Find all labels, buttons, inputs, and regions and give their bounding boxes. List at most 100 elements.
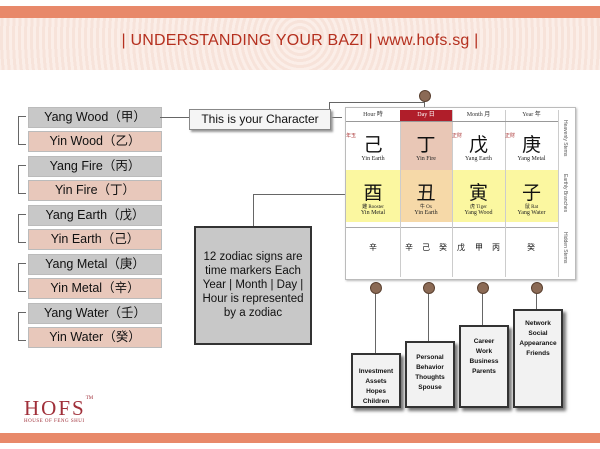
stem-note: 年玉 (346, 134, 357, 139)
day-stem-name: Yin Fire (416, 156, 436, 162)
hour-stem-char: 己 (363, 134, 383, 156)
year-stem-name: Yang Metal (517, 156, 546, 162)
side-label-earthly-branches: Earthly Branches (562, 174, 568, 213)
bazi-chart: Hour 時 Day 日 Month 月 Year 年 年玉 己 Yin Ear… (345, 107, 576, 280)
hour-pillar-item: Hopes (366, 388, 386, 395)
pair-bracket (18, 312, 26, 341)
logo-text: HOFS (24, 396, 86, 420)
day-branch-char: 丑 (416, 182, 436, 204)
hour-pillar-box: Investment Assets Hopes Children (351, 353, 401, 408)
connector-line (482, 287, 483, 325)
day-pillar-item: Personal (416, 354, 444, 361)
header-hour: Hour 時 (346, 110, 400, 122)
month-branch-char: 寅 (468, 182, 488, 204)
day-pillar-item: Spouse (418, 384, 442, 391)
day-pillar-box: Personal Behavior Thoughts Spouse (405, 341, 455, 408)
hidden-stem: 丙 (492, 243, 500, 252)
connector-line (253, 194, 254, 226)
stem-yin-earth: Yin Earth（己） (28, 229, 162, 250)
hour-branch-animal: 雞 Rooster (362, 205, 384, 210)
day-branch-name: Yin Earth (414, 210, 438, 216)
year-stem-char: 庚 (521, 134, 541, 156)
connector-line (329, 102, 330, 110)
day-pillar-marker (419, 90, 431, 102)
year-branch-char: 子 (521, 182, 541, 204)
side-label-hidden-stems: Hidden Stems (562, 232, 568, 264)
page-title: | UNDERSTANDING YOUR BAZI | www.hofs.sg … (121, 32, 479, 49)
year-branch-name: Yang Water (517, 210, 546, 216)
stem-yin-wood: Yin Wood（乙） (28, 131, 162, 152)
hofs-logo: HOFSTM (24, 396, 93, 421)
character-callout: This is your Character (189, 109, 331, 130)
zodiac-info-box: 12 zodiac signs are time markers Each Ye… (194, 226, 312, 345)
hidden-stem: 癸 (527, 243, 535, 252)
logo-tm: TM (85, 396, 94, 401)
stem-yang-earth: Yang Earth（戊） (28, 205, 162, 226)
hour-pillar-item: Assets (365, 378, 387, 385)
column-divider (400, 110, 401, 277)
day-branch-animal: 牛 Ox (419, 205, 433, 210)
top-accent-band (0, 6, 600, 18)
stem-yang-water: Yang Water（壬） (28, 303, 162, 324)
title-bar (0, 18, 600, 70)
stem-yang-wood: Yang Wood（甲） (28, 107, 162, 128)
year-pillar-item: Friends (526, 350, 550, 357)
month-pillar-marker (477, 282, 489, 294)
connector-line (428, 287, 429, 341)
hidden-stem: 戊 (457, 243, 465, 252)
hour-pillar-item: Investment (358, 368, 394, 375)
header-month: Month 月 (452, 110, 505, 122)
connector-line (253, 194, 345, 195)
hour-pillar-item: Children (362, 398, 390, 405)
header-year: Year 年 (505, 110, 558, 122)
month-stem-name: Yang Earth (465, 156, 492, 162)
year-pillar-box: Network Social Appearance Friends (513, 309, 563, 408)
column-divider (505, 110, 506, 277)
stem-yin-metal: Yin Metal（辛） (28, 278, 162, 299)
hidden-stem: 甲 (475, 243, 483, 252)
pair-bracket (18, 214, 26, 243)
day-stem-char: 丁 (416, 134, 436, 156)
year-branch-animal: 鼠 Rat (524, 205, 539, 210)
year-pillar-marker (531, 282, 543, 294)
hidden-stem: 癸 (439, 243, 447, 252)
day-pillar-item: Behavior (416, 364, 444, 371)
year-pillar-item: Social (528, 330, 548, 337)
stem-note: 正財 (452, 134, 463, 139)
month-branch-animal: 虎 Tiger (470, 205, 487, 210)
month-stem-char: 戊 (468, 134, 488, 156)
connector-line (329, 102, 425, 103)
connector-line (424, 98, 425, 108)
pair-bracket (18, 116, 26, 145)
hour-branch-name: Yin Metal (360, 210, 386, 216)
day-pillar-item: Thoughts (415, 374, 445, 381)
stem-yin-water: Yin Water（癸） (28, 327, 162, 348)
bottom-accent-band (0, 433, 600, 443)
hour-pillar-marker (370, 282, 382, 294)
hour-branch-char: 酉 (363, 182, 383, 204)
hidden-stem: 辛 (405, 243, 413, 252)
year-pillar-item: Network (525, 320, 551, 327)
connector-line (330, 117, 342, 118)
connector-line (536, 287, 537, 309)
column-divider (452, 110, 453, 277)
logo-subtitle: HOUSE OF FENG SHUI (24, 419, 85, 424)
connector-line (375, 287, 376, 353)
stem-yang-fire: Yang Fire（丙） (28, 156, 162, 177)
column-divider (558, 110, 559, 277)
month-pillar-item: Career (473, 338, 495, 345)
side-label-heavenly-stems: Heavenly Stems (562, 120, 568, 157)
month-pillar-item: Business (469, 358, 499, 365)
stem-yang-metal: Yang Metal（庚） (28, 254, 162, 275)
day-branch-highlight (400, 170, 452, 222)
pair-bracket (18, 165, 26, 194)
stem-yin-fire: Yin Fire（丁） (28, 180, 162, 201)
hidden-stem: 辛 (369, 243, 377, 252)
stem-note: 正財 (505, 134, 516, 139)
day-pillar-marker (423, 282, 435, 294)
connector-line (160, 117, 189, 118)
hour-stem-name: Yin Earth (361, 156, 385, 162)
header-day: Day 日 (400, 110, 452, 122)
month-pillar-item: Parents (472, 368, 496, 375)
year-pillar-item: Appearance (519, 340, 557, 347)
